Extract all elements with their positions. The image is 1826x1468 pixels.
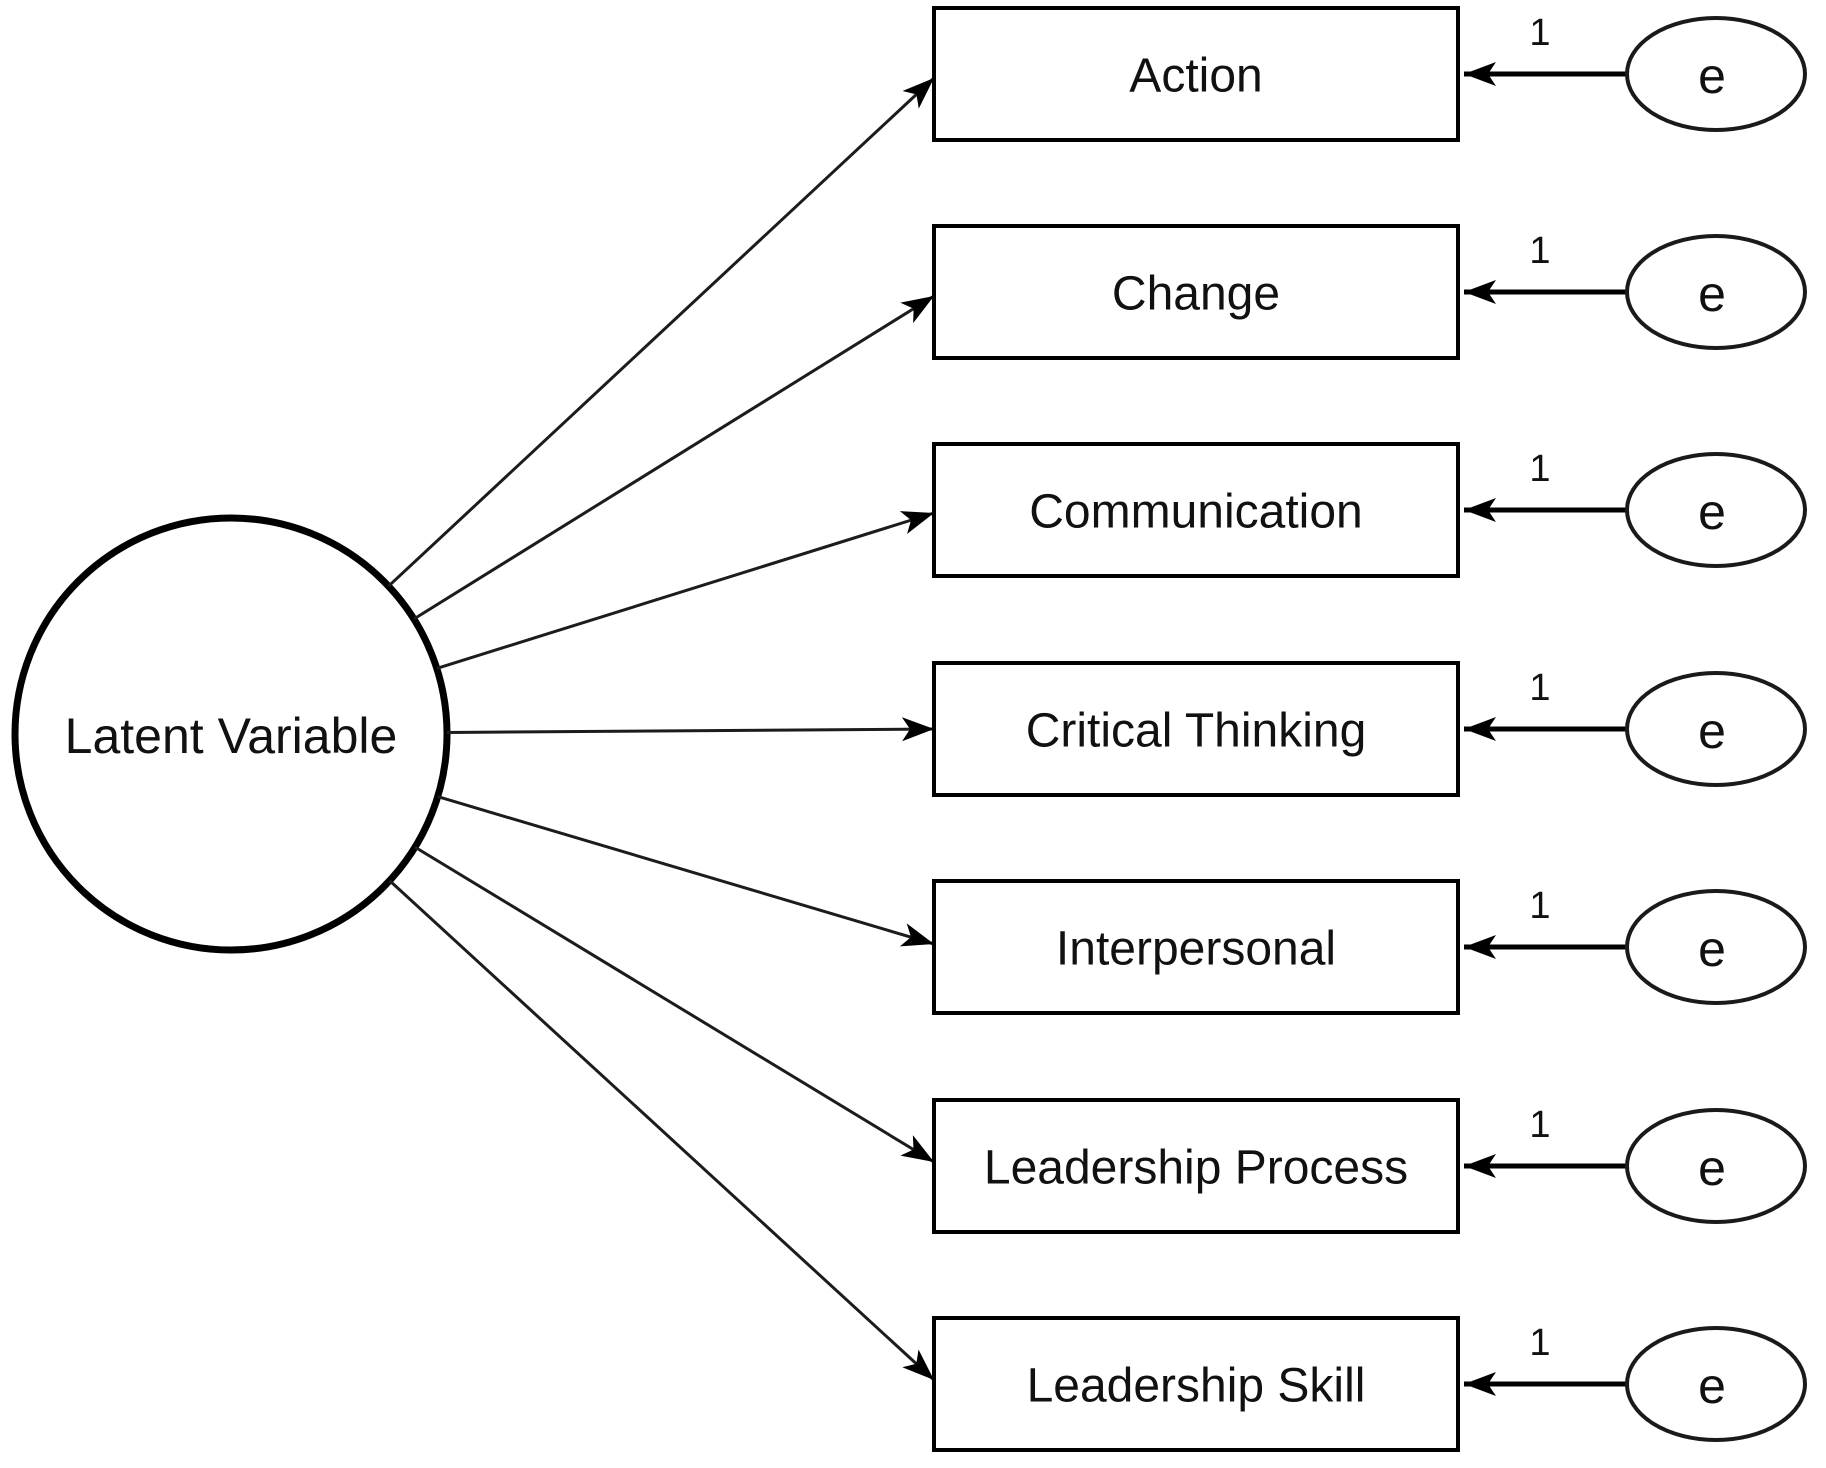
factor-loading-arrow [414,845,935,1164]
factor-loading-arrow [388,879,936,1382]
error-term-label: e [1698,703,1726,759]
error-weight-label: 1 [1529,667,1550,709]
indicator-row: Leadership Skill 1 e [388,879,1807,1452]
indicator-label: Leadership Skill [1027,1360,1366,1413]
error-weight-label: 1 [1529,1322,1550,1364]
error-weight-label: 1 [1529,448,1550,490]
indicator-row: Interpersonal 1 e [437,795,1807,1015]
factor-loading-arrow [436,511,935,670]
factor-loading-arrow [387,76,936,588]
indicator-box [932,442,1460,578]
indicator-row: Critical Thinking 1 e [446,661,1807,797]
indicator-box [932,224,1460,360]
error-term-label: e [1698,921,1726,977]
indicator-box [932,661,1460,797]
indicator-box [932,1316,1460,1452]
indicator-box [932,879,1460,1015]
indicator-label: Leadership Process [984,1142,1408,1195]
error-term-ellipse [1625,671,1807,787]
error-term-ellipse [1625,889,1807,1005]
indicator-label: Change [1112,268,1280,321]
indicator-label: Action [1129,50,1262,103]
indicator-box [932,6,1460,142]
latent-variable-node: Latent Variable [11,514,451,954]
error-weight-label: 1 [1529,1104,1550,1146]
indicator-label: Communication [1029,486,1362,539]
indicator-row: Leadership Process 1 e [414,845,1807,1234]
latent-variable-circle [11,514,451,954]
error-weight-label: 1 [1529,230,1550,272]
factor-loading-arrow [437,795,935,947]
error-term-label: e [1698,1140,1726,1196]
error-term-ellipse [1625,234,1807,350]
error-term-label: e [1698,48,1726,104]
indicator-row: Action 1 e [387,6,1807,588]
error-weight-label: 1 [1529,12,1550,54]
indicator-label: Interpersonal [1056,923,1336,976]
error-term-ellipse [1625,1108,1807,1224]
indicator-row: Communication 1 e [436,442,1807,670]
indicator-box [932,1098,1460,1234]
error-term-label: e [1698,266,1726,322]
indicator-row: Change 1 e [413,224,1807,621]
error-weight-label: 1 [1529,885,1550,927]
error-term-ellipse [1625,452,1807,568]
error-term-label: e [1698,484,1726,540]
error-term-ellipse [1625,16,1807,132]
latent-variable-label: Latent Variable [65,708,398,764]
factor-loading-arrow [446,717,935,742]
indicator-label: Critical Thinking [1026,705,1367,758]
error-term-ellipse [1625,1326,1807,1442]
error-term-label: e [1698,1358,1726,1414]
factor-loading-arrow [413,294,935,621]
